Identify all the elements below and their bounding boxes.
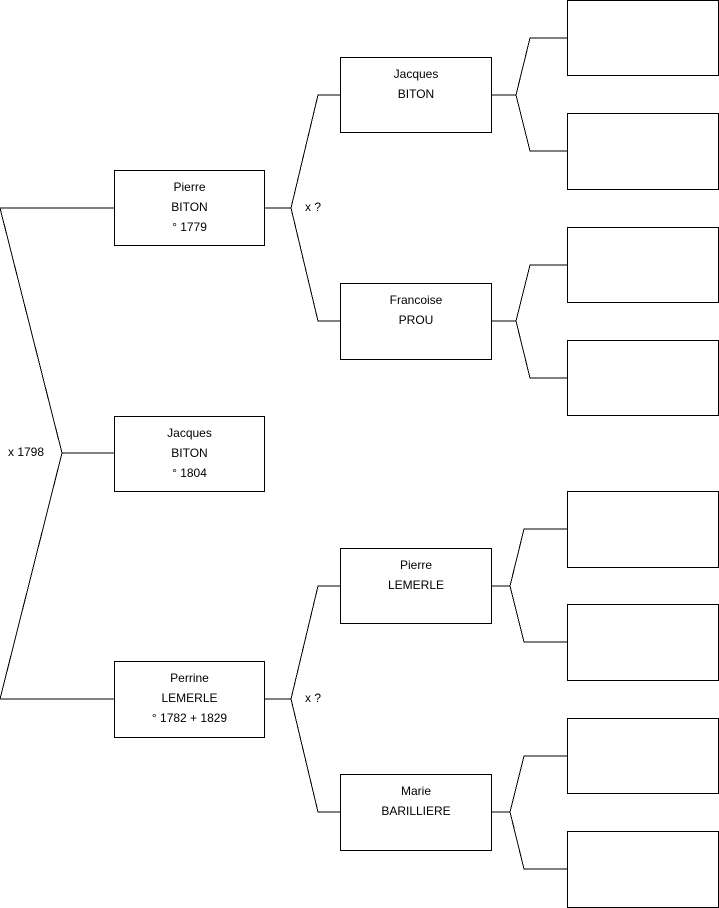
person-box-empty [567, 227, 719, 303]
given-name: Pierre [173, 180, 206, 194]
given-name: Francoise [389, 293, 443, 307]
surname: BITON [171, 446, 208, 460]
person-box-maternal-grandfather: Pierre LEMERLE [340, 548, 492, 624]
given-name: Jacques [167, 426, 212, 440]
person-box-empty [567, 604, 719, 681]
marriage-label-parents: x 1798 [8, 445, 45, 459]
connector-mother-parents [290, 585, 340, 813]
surname: BITON [171, 200, 208, 214]
given-name: Perrine [170, 671, 209, 685]
person-box-root: Jacques BITON ° 1804 [114, 416, 265, 492]
surname: LEMERLE [161, 691, 218, 705]
given-name: Jacques [393, 67, 439, 81]
person-box-paternal-grandmother: Francoise PROU [340, 283, 492, 360]
given-name: Pierre [399, 558, 432, 572]
person-box-empty [567, 113, 719, 190]
marriage-label-maternal-grandparents: x ? [305, 691, 322, 705]
marriage-label-paternal-grandparents: x ? [305, 200, 322, 214]
surname: BITON [397, 87, 435, 101]
life-dates: ° 1779 [172, 220, 207, 234]
surname: BARILLIERE [381, 804, 451, 818]
person-box-empty [567, 340, 719, 416]
connector-ff-parents [515, 37, 567, 152]
connector-mf-parents [509, 528, 567, 643]
given-name: Marie [400, 784, 431, 798]
surname: LEMERLE [387, 578, 445, 592]
person-box-father: Pierre BITON ° 1779 [114, 170, 265, 246]
person-box-empty [567, 718, 719, 794]
life-dates: ° 1804 [172, 466, 207, 480]
person-box-paternal-grandfather: Jacques BITON [340, 57, 492, 133]
person-box-empty [567, 491, 719, 568]
connector-father-parents [290, 94, 340, 322]
person-box-empty [567, 0, 719, 76]
connector-mm-parents [509, 755, 567, 870]
person-box-empty [567, 831, 719, 908]
connector-fm-parents [515, 264, 567, 379]
life-dates: ° 1782 + 1829 [151, 711, 228, 725]
person-box-maternal-grandmother: Marie BARILLIERE [340, 774, 492, 851]
surname: PROU [398, 313, 434, 327]
person-box-mother: Perrine LEMERLE ° 1782 + 1829 [114, 661, 265, 738]
